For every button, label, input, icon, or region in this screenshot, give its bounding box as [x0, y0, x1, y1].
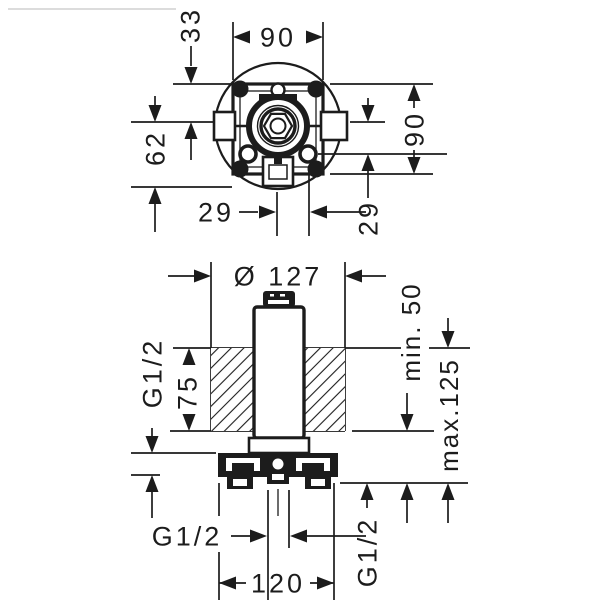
dim-label-diameter: Ø 127 [234, 261, 323, 291]
top-view-fixture [212, 61, 349, 191]
ceiling-hatch-right [304, 348, 345, 431]
housing-step [247, 436, 311, 455]
central-connection [235, 94, 321, 158]
corner-screw [231, 80, 249, 98]
dim-label-min-depth: min. 50 [396, 282, 426, 381]
dim-label-right-height: 90 [399, 111, 429, 147]
ceiling-hatch-left [211, 348, 254, 431]
dim-label-width-bottom: 120 [251, 568, 305, 598]
thread-label-right: G1/2 [352, 517, 382, 588]
dim-label-ceiling-thickness: 75 [172, 374, 202, 410]
dim-label-hole-offset-bottom: 29 [198, 197, 234, 227]
side-view: Ø 127 G1/2 75 min. 50 max.125 G1/2 G1/2 … [131, 261, 470, 600]
dim-label-offset-top: 33 [175, 7, 205, 43]
side-port-right [319, 110, 349, 142]
bottom-tab [261, 152, 295, 188]
lower-fixing-hole-right [298, 144, 318, 164]
side-port-left [212, 110, 237, 142]
corner-screw [307, 80, 325, 98]
side-view-fixture [218, 291, 338, 489]
corner-screw [307, 160, 325, 178]
top-view-dimension-lines [131, 22, 447, 236]
dim-label-width-top: 90 [260, 22, 296, 52]
thread-label-bottom: G1/2 [152, 521, 223, 551]
dim-label-hole-offset-right: 29 [353, 200, 383, 236]
lower-fixing-hole-left [238, 144, 258, 164]
mounting-flange [218, 453, 338, 489]
thread-label-left: G1/2 [137, 338, 167, 409]
top-connector [263, 291, 295, 307]
dim-label-max-depth: max.125 [434, 358, 464, 472]
dim-label-left-height: 62 [140, 130, 170, 166]
top-view: 33 90 62 90 29 29 [131, 7, 447, 236]
housing-body [252, 305, 306, 440]
side-view-arrows [145, 269, 455, 590]
top-view-arrows [148, 30, 421, 219]
corner-screw [231, 160, 249, 178]
